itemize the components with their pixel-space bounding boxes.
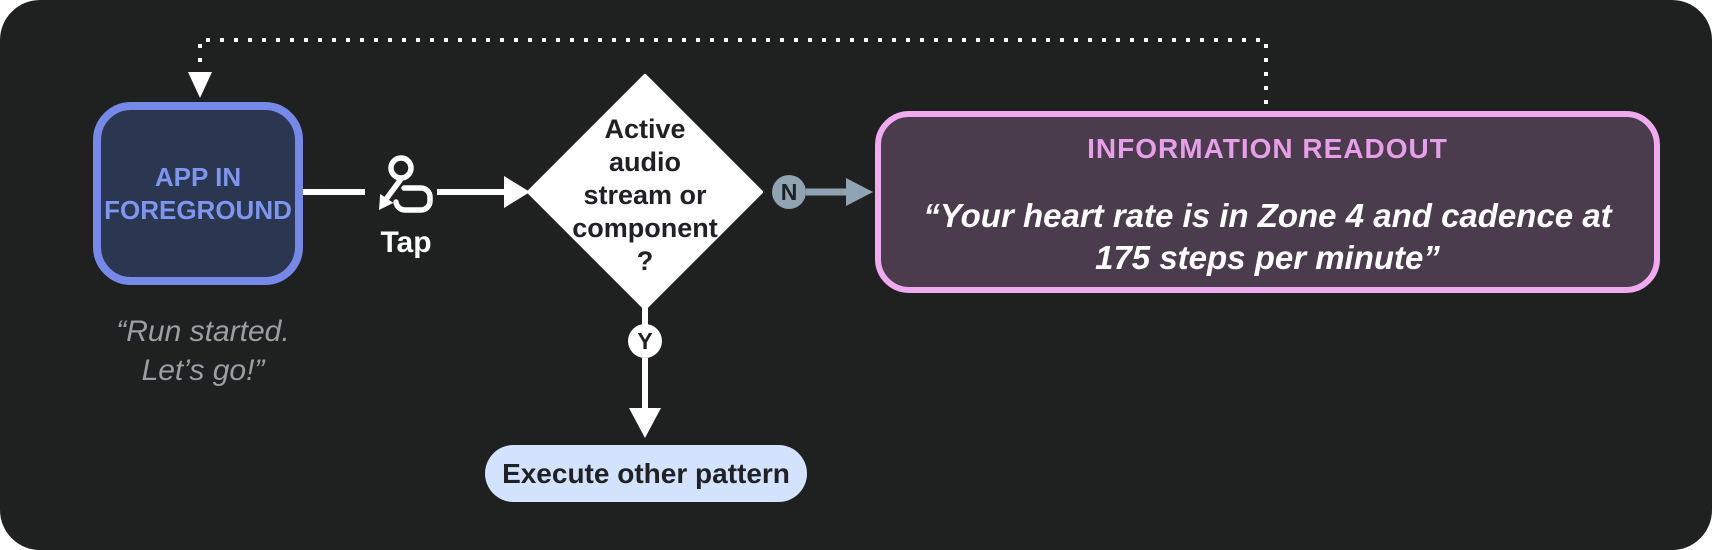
decision-question: Active audio stream or component ?: [545, 113, 745, 278]
tap-gesture-icon: [379, 155, 433, 213]
information-readout-title: INFORMATION READOUT: [1087, 133, 1448, 164]
yes-arrowhead-icon: [629, 408, 661, 438]
app-foreground-node: APP IN FOREGROUND: [93, 102, 303, 285]
information-readout-quote-line2: 175 steps per minute”: [1095, 239, 1440, 276]
feedback-arrowhead-icon: [188, 72, 212, 98]
decision-question-line1: Active: [604, 114, 686, 144]
app-foreground-label-line1: APP IN: [154, 161, 242, 192]
app-foreground-label-line2: FOREGROUND: [104, 194, 292, 225]
tap-to-decision-arrowhead-icon: [504, 176, 530, 208]
information-readout-node: INFORMATION READOUT “Your heart rate is …: [875, 111, 1660, 293]
no-arrowhead-icon: [846, 178, 873, 206]
execute-other-pattern-node: Execute other pattern: [485, 445, 807, 502]
app-voice-quote: “Run started. Let’s go!”: [63, 312, 343, 390]
decision-question-line5: ?: [636, 246, 654, 276]
app-voice-quote-line2: Let’s go!”: [141, 354, 265, 387]
decision-question-line2: audio: [609, 147, 681, 177]
app-voice-quote-line1: “Run started.: [116, 315, 290, 348]
decision-question-line4: component: [572, 213, 718, 243]
information-readout-quote: “Your heart rate is in Zone 4 and cadenc…: [923, 195, 1611, 279]
branch-yes-badge: Y: [628, 324, 662, 358]
information-readout-quote-line1: “Your heart rate is in Zone 4 and cadenc…: [923, 197, 1612, 234]
tap-label: Tap: [380, 226, 432, 259]
decision-question-line3: stream or: [583, 180, 707, 210]
branch-no-badge: N: [772, 175, 806, 209]
feedback-dotted-line: [198, 38, 1268, 104]
